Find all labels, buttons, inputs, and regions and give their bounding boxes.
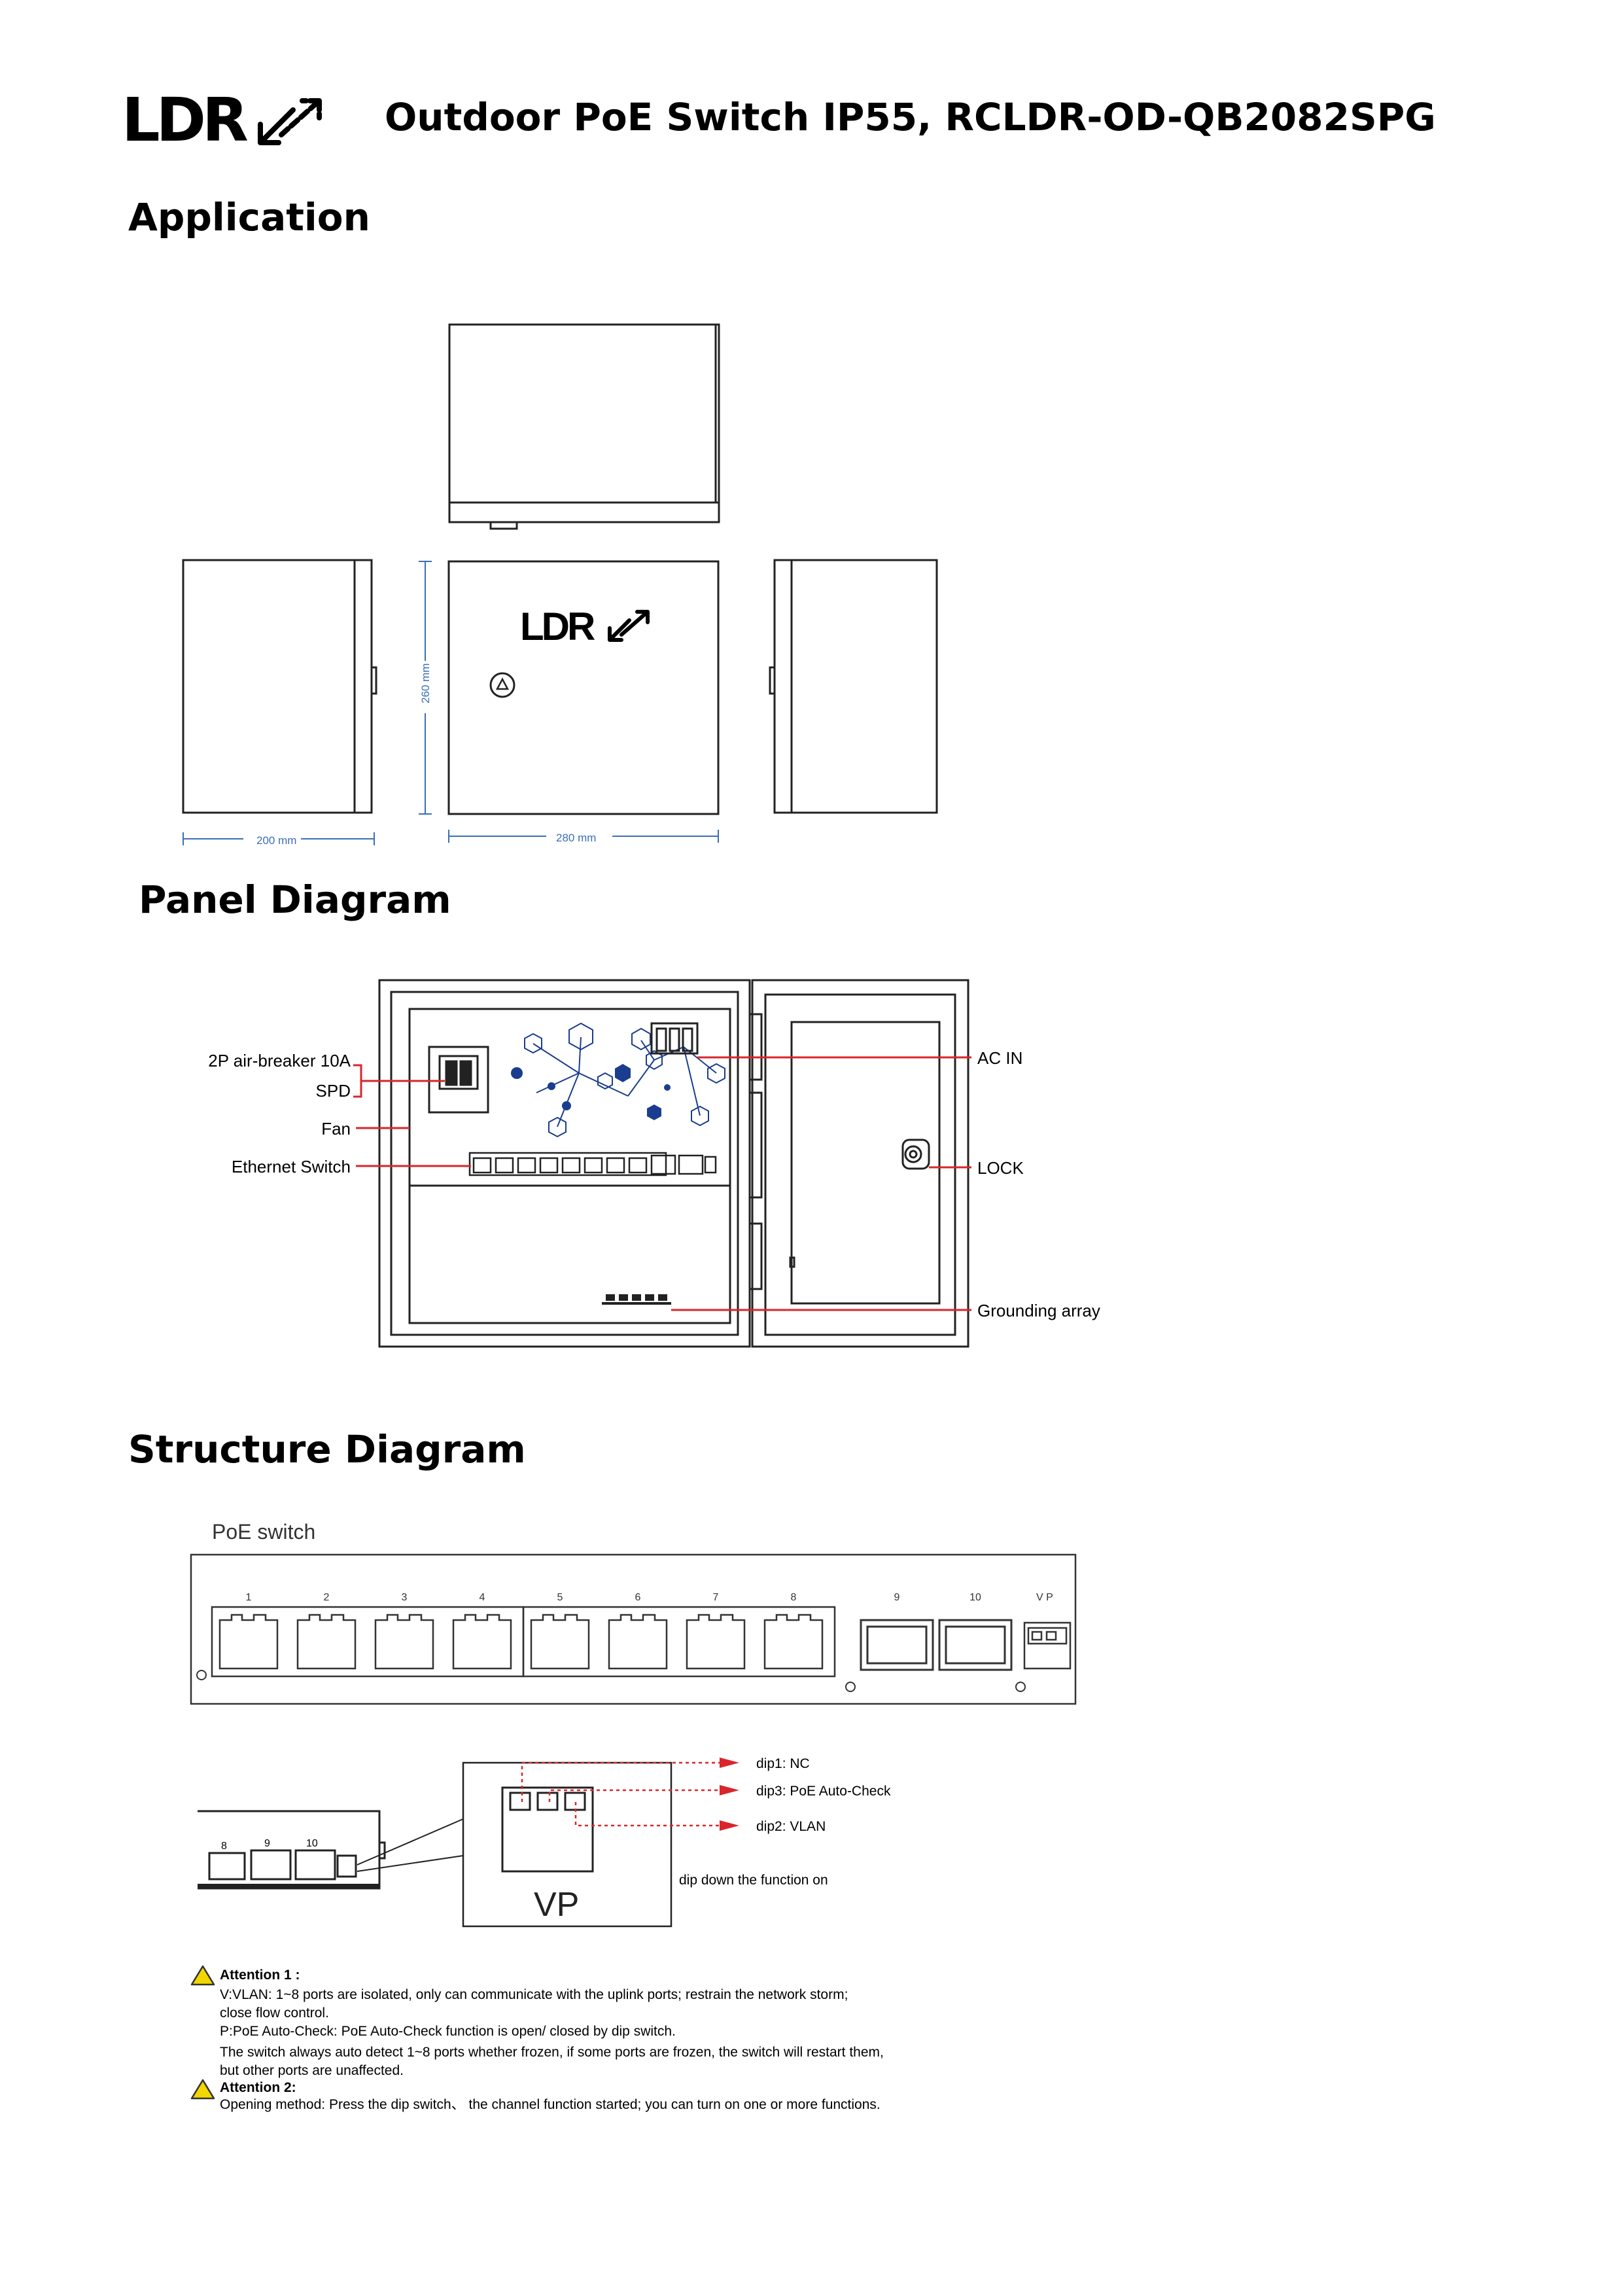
- front-logo: LDR: [520, 605, 595, 648]
- port-number-7: 7: [713, 1592, 719, 1603]
- port-number-1: 1: [246, 1592, 252, 1603]
- right-side-view: [769, 559, 938, 814]
- attention-1-title-text: Attention 1 :: [220, 1968, 300, 1983]
- dip-guide-lines: [521, 1761, 720, 1827]
- port-number-8: 8: [791, 1592, 797, 1603]
- sfp-ports: [860, 1619, 1013, 1671]
- port-number-2: 2: [324, 1592, 330, 1603]
- attention-1-line-2: close flow control.: [220, 2005, 329, 2021]
- switch-front-panel: [190, 1553, 1077, 1705]
- cabinet-body: [378, 979, 751, 1348]
- poe-switch-title: PoE switch: [212, 1520, 315, 1544]
- mini-port-9: 9: [264, 1838, 270, 1849]
- label-fan: Fan: [321, 1119, 351, 1139]
- network-graphic: [524, 1022, 725, 1138]
- rj45-port: [530, 1614, 590, 1670]
- top-view: [448, 323, 720, 530]
- lock-icon: [901, 1139, 930, 1170]
- height-dimension-label: 260 mm: [419, 663, 432, 703]
- port-number-4: 4: [480, 1592, 485, 1603]
- dip-down-note: dip down the function on: [679, 1873, 828, 1888]
- dip3-label: dip3: PoE Auto-Check: [756, 1784, 891, 1799]
- vp-box: [462, 1761, 672, 1928]
- vp-dip-enlarged: [501, 1786, 594, 1873]
- attention-1-line-1: V:VLAN: 1~8 ports are isolated, only can…: [220, 1987, 848, 2002]
- grounding-array-terminals: [602, 1294, 671, 1305]
- front-view: [447, 560, 720, 815]
- double-arrow-logo-icon: [258, 98, 322, 145]
- attention-2-line-1: Opening method: Press the dip switch、 th…: [220, 2097, 881, 2112]
- callout-lines: [353, 1056, 971, 1311]
- vp-label: V P: [1036, 1592, 1053, 1603]
- port-number-3: 3: [402, 1592, 408, 1603]
- panel-diagram: 2P air-breaker 10A SPD Fan Ethernet Swit…: [208, 979, 1100, 1348]
- rj45-port: [686, 1614, 746, 1670]
- vp-dip-switch: [1023, 1621, 1072, 1670]
- poe-switch-diagram: PoE switch 1 2 3 4 5 6 7 8 9 10 V P: [190, 1520, 1077, 1705]
- label-ac-in: AC IN: [977, 1048, 1022, 1068]
- dip1-label: dip1: NC: [756, 1756, 810, 1771]
- rj45-port: [452, 1614, 512, 1670]
- dip-arrows: [720, 1757, 739, 1831]
- width-dimension-label: 200 mm: [256, 834, 296, 847]
- length-dimension-label: 280 mm: [556, 832, 596, 844]
- network-nodes: [511, 1064, 671, 1120]
- attention-2-title: Attention 2:: [220, 2081, 296, 2094]
- ethernet-switch-ports: [468, 1152, 717, 1176]
- port-number-9: 9: [894, 1592, 900, 1603]
- section-title-structure: Structure Diagram: [128, 1427, 526, 1472]
- mini-port-8: 8: [221, 1841, 227, 1852]
- label-spd: SPD: [316, 1081, 351, 1101]
- port-number-10: 10: [969, 1592, 981, 1603]
- front-logo-arrow-icon: [608, 610, 650, 642]
- left-side-view: [182, 559, 377, 814]
- label-air-breaker: 2P air-breaker 10A: [208, 1051, 351, 1070]
- cabinet-door: [748, 979, 969, 1348]
- rj45-port: [218, 1614, 279, 1670]
- section-title-application: Application: [128, 195, 370, 239]
- label-ethernet-switch: Ethernet Switch: [232, 1157, 351, 1176]
- warning-triangle-icon: [190, 2079, 215, 2100]
- dip-switch-detail: 8 9 10 VP dip1: NC dip3: PoE Auto-Check …: [198, 1756, 891, 1928]
- port-number-6: 6: [635, 1592, 641, 1603]
- rj45-port: [296, 1614, 357, 1670]
- brand-logo: LDR: [122, 85, 249, 155]
- attention-1-line-4: The switch always auto detect 1~8 ports …: [220, 2045, 884, 2060]
- rj45-port: [763, 1614, 824, 1670]
- air-breaker: [428, 1046, 489, 1114]
- port-numbers: 1 2 3 4 5 6 7 8 9 10: [246, 1592, 981, 1603]
- mini-port-10: 10: [306, 1838, 318, 1849]
- attention-1-line-3: P:PoE Auto-Check: PoE Auto-Check functio…: [220, 2024, 676, 2039]
- vp-box-label: VP: [534, 1886, 579, 1924]
- attention-1-line-5: but other ports are unaffected.: [220, 2063, 404, 2078]
- attention-1-title: Attention 1 :: [220, 1968, 300, 1982]
- rj45-port: [374, 1614, 434, 1670]
- rj45-ports: [218, 1614, 824, 1670]
- spd-terminal: [650, 1022, 699, 1055]
- port-number-5: 5: [557, 1592, 563, 1603]
- section-title-panel: Panel Diagram: [139, 877, 451, 922]
- label-lock: LOCK: [977, 1158, 1024, 1178]
- application-diagram: LDR 200 mm 280 mm 260 mm: [182, 323, 938, 847]
- label-grounding-array: Grounding array: [977, 1301, 1100, 1320]
- dip2-label: dip2: VLAN: [756, 1819, 826, 1834]
- page-title: Outdoor PoE Switch IP55, RCLDR-OD-QB2082…: [385, 95, 1436, 139]
- attention-2-title-text: Attention 2:: [220, 2080, 296, 2095]
- warning-triangle-icon: [190, 1965, 215, 1986]
- mini-switch-view: [198, 1810, 386, 1890]
- rj45-port: [608, 1614, 668, 1670]
- dimension-lines: [183, 561, 719, 845]
